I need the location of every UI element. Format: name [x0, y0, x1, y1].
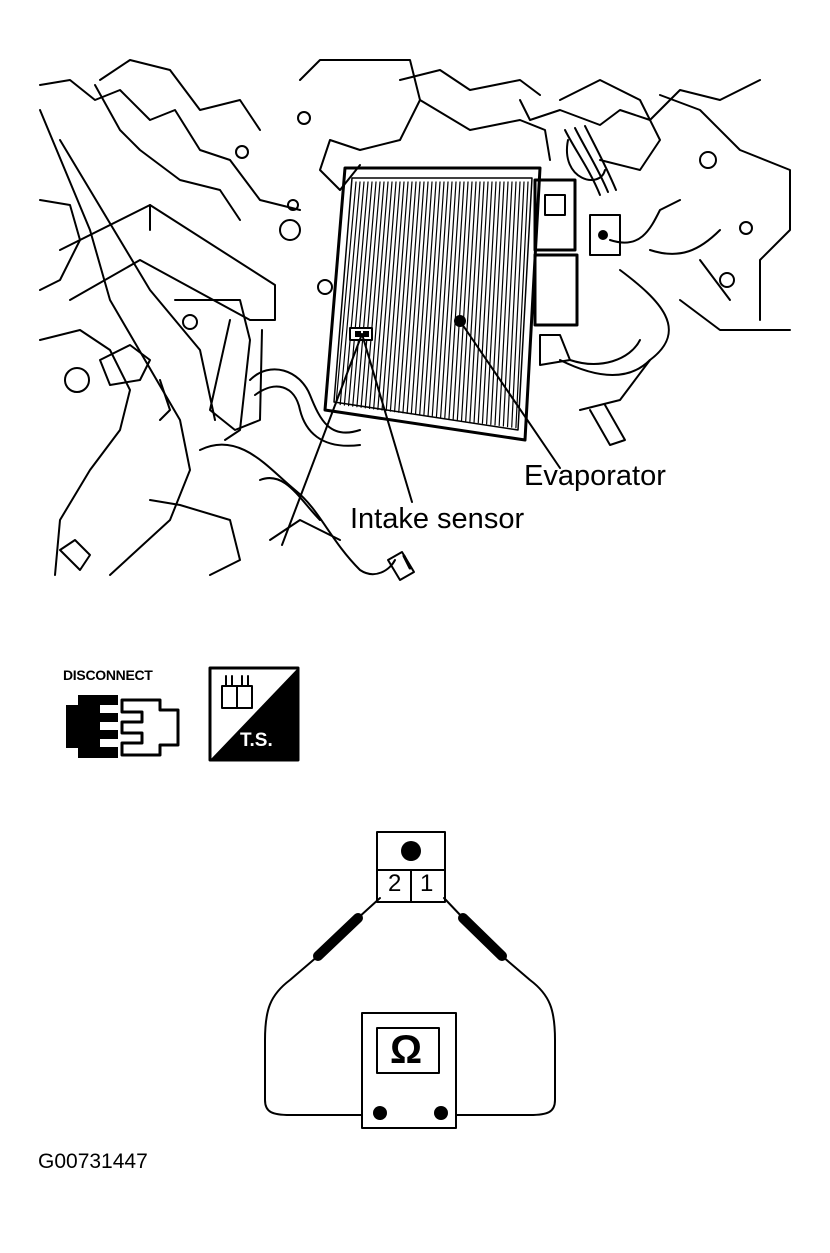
- evaporator-fin-line: [486, 181, 501, 425]
- disconnect-label: DISCONNECT: [63, 667, 153, 683]
- meter-terminal-right: [434, 1106, 448, 1120]
- evaporator-fin-line: [502, 181, 517, 427]
- sensor-connector: [387, 551, 415, 581]
- evaporator-fin-line: [423, 181, 441, 417]
- meter-terminal-left: [373, 1106, 387, 1120]
- evaporator-fin-line: [373, 181, 393, 410]
- callout-leader-lines: [281, 320, 561, 546]
- figure-id: G00731447: [38, 1150, 148, 1173]
- evaporator-fin-line: [377, 181, 397, 411]
- evaporator-fin-line: [481, 181, 497, 424]
- evaporator-fin-line: [364, 181, 385, 409]
- evaporator-fin-line: [435, 181, 453, 418]
- evaporator-fin-line: [360, 181, 381, 408]
- evaporator-fin-line: [494, 181, 509, 426]
- test-spec-label: T.S.: [240, 730, 273, 751]
- evaporator-fins: [335, 181, 529, 429]
- evaporator-fin-line: [381, 181, 401, 411]
- evaporator-fin-line: [343, 181, 365, 406]
- test-spec-icon: [208, 666, 300, 762]
- intake-sensor-label: Intake sensor: [350, 503, 525, 535]
- evaporator-fin-line: [456, 181, 473, 421]
- evaporator-fin-line: [498, 181, 513, 427]
- evaporator-fin-line: [427, 181, 445, 417]
- evaporator-fin-line: [398, 181, 417, 413]
- evaporator-fin-line: [452, 181, 469, 421]
- meter-probes: [264, 897, 556, 1116]
- connector-pin-1-label: 1: [420, 870, 434, 897]
- wiring-harness: [533, 125, 641, 366]
- evaporator-fin-line: [469, 181, 485, 423]
- evaporator-fin-line: [402, 181, 421, 414]
- evaporator-fin-line: [477, 181, 493, 424]
- evaporator-fin-line: [419, 181, 437, 416]
- evaporator-fin-line: [414, 181, 433, 416]
- evaporator-fin-line: [406, 181, 425, 414]
- disconnect-icon: [66, 695, 180, 758]
- evaporator-core: [323, 166, 542, 442]
- evaporator-fin-line: [431, 181, 449, 418]
- evaporator-fin-line: [410, 181, 429, 415]
- evaporator-label: Evaporator: [524, 460, 666, 492]
- ohmmeter: [361, 1012, 457, 1129]
- evaporator-fin-line: [356, 181, 377, 408]
- evaporator-fin-line: [389, 181, 409, 412]
- evaporator-fin-line: [490, 181, 505, 426]
- evaporator-fin-line: [385, 181, 405, 412]
- hvac-housing-linework: [39, 59, 791, 576]
- evaporator-fin-line: [465, 181, 481, 422]
- evaporator-fin-line: [473, 181, 489, 423]
- evaporator-fin-line: [511, 181, 525, 428]
- evaporator-fin-line: [352, 181, 373, 407]
- connector-pin-2-label: 2: [388, 870, 402, 897]
- evaporator-fin-line: [347, 181, 369, 407]
- ohm-symbol: Ω: [390, 1028, 423, 1072]
- evaporator-fin-line: [515, 181, 529, 429]
- evaporator-fin-line: [393, 181, 413, 413]
- evaporator-fin-line: [444, 181, 461, 419]
- evaporator-fin-line: [439, 181, 457, 419]
- evaporator-fin-line: [339, 181, 361, 406]
- evaporator-fin-line: [335, 181, 357, 405]
- evaporator-fin-line: [506, 181, 521, 428]
- evaporator-fin-line: [448, 181, 465, 420]
- evaporator-fin-line: [460, 181, 477, 422]
- connector-schematic: [376, 831, 446, 903]
